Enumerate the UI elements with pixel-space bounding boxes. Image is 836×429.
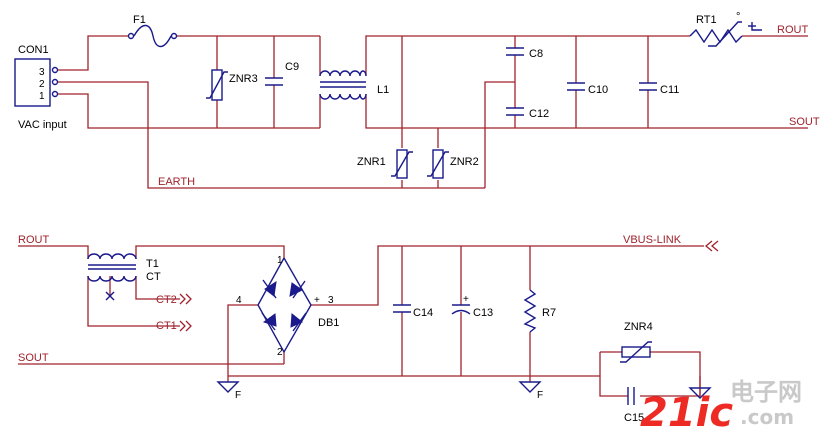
varistor-znr1: ZNR1 [357,149,413,179]
connector-caption: VAC input [18,119,67,131]
capacitor-c8: C8 [506,47,543,60]
thermistor-rt1: RT1 ° [689,11,762,47]
net-sout: SOUT [789,116,820,128]
znr2-ref: ZNR2 [450,156,479,168]
watermark-cn: 电子网 [730,378,802,406]
vbus-arrow [704,240,719,252]
resistor-r7: R7 [523,289,556,333]
bottom-wires [18,245,704,397]
varistor-znr4: ZNR4 [620,321,653,363]
rt1-mark: ° [736,11,740,23]
connector-ref: CON1 [18,44,49,56]
db1-pin-1: 1 [277,255,283,266]
net-rout-bottom: ROUT [18,234,49,246]
varistor-znr2: ZNR2 [427,149,479,179]
db1-pin-4: 4 [236,295,242,306]
db1-pin-3: 3 [328,295,334,306]
capacitor-c12: C12 [506,107,549,120]
connector-pin-1: 1 [39,91,45,102]
ground-symbol-znr4 [688,387,712,399]
capacitor-c10: C10 [567,82,608,96]
net-sout-bottom: SOUT [18,352,49,364]
c10-ref: C10 [588,84,608,96]
bridge-db1: 1 2 3 4 + DB1 [236,255,339,358]
watermark-domain: .com [740,405,794,429]
rt1-ref: RT1 [696,14,717,26]
c9-ref: C9 [285,61,299,73]
connector-con1: CON1 3 2 1 VAC input [14,44,67,131]
inductor-l1: L1 [319,70,389,100]
ground-right-label: F [537,390,543,401]
znr1-ref: ZNR1 [357,156,386,168]
c11-ref: C11 [660,84,679,96]
net-earth: EARTH [158,176,195,188]
znr4-ref: ZNR4 [624,321,653,333]
watermark-brand: 21ic [640,390,733,429]
capacitor-c15: C15 [624,387,644,424]
c13-plus: + [463,294,469,305]
znr3-ref: ZNR3 [229,73,258,85]
varistor-znr3: ZNR3 [206,69,258,101]
c13-ref: C13 [473,307,493,319]
t1-tag: CT [146,271,161,283]
net-ct1: CT1 [156,320,177,332]
l1-ref: L1 [377,84,389,96]
db1-plus: + [314,295,320,306]
ground-left-label: F [235,390,241,401]
fuse-ref: F1 [133,14,146,26]
capacitor-c9: C9 [265,61,299,86]
watermark-logo: 21ic 电子网 .com [640,378,802,429]
net-rout: ROUT [777,24,808,36]
r7-ref: R7 [542,307,556,319]
capacitor-c13: + C13 [451,294,493,319]
c8-ref: C8 [529,48,543,60]
db1-ref: DB1 [318,317,339,329]
net-vbus-link: VBUS-LINK [623,234,682,246]
c12-ref: C12 [529,108,549,120]
fuse-f1: F1 [127,14,178,48]
ground-symbol-left: F [216,381,241,401]
c15-ref: C15 [624,412,644,424]
transformer-t1: T1 CT [87,253,161,301]
t1-ref: T1 [146,258,159,270]
ground-symbol-right: F [518,381,543,401]
capacitor-c11: C11 [639,82,679,96]
db1-pin-2: 2 [277,347,283,358]
c14-ref: C14 [413,307,433,319]
connector-pin-2: 2 [39,79,45,90]
top-wires [58,35,808,189]
ct-arrows [179,293,192,332]
net-ct2: CT2 [156,294,177,306]
connector-pin-3: 3 [39,67,45,78]
capacitor-c14: C14 [393,304,433,319]
